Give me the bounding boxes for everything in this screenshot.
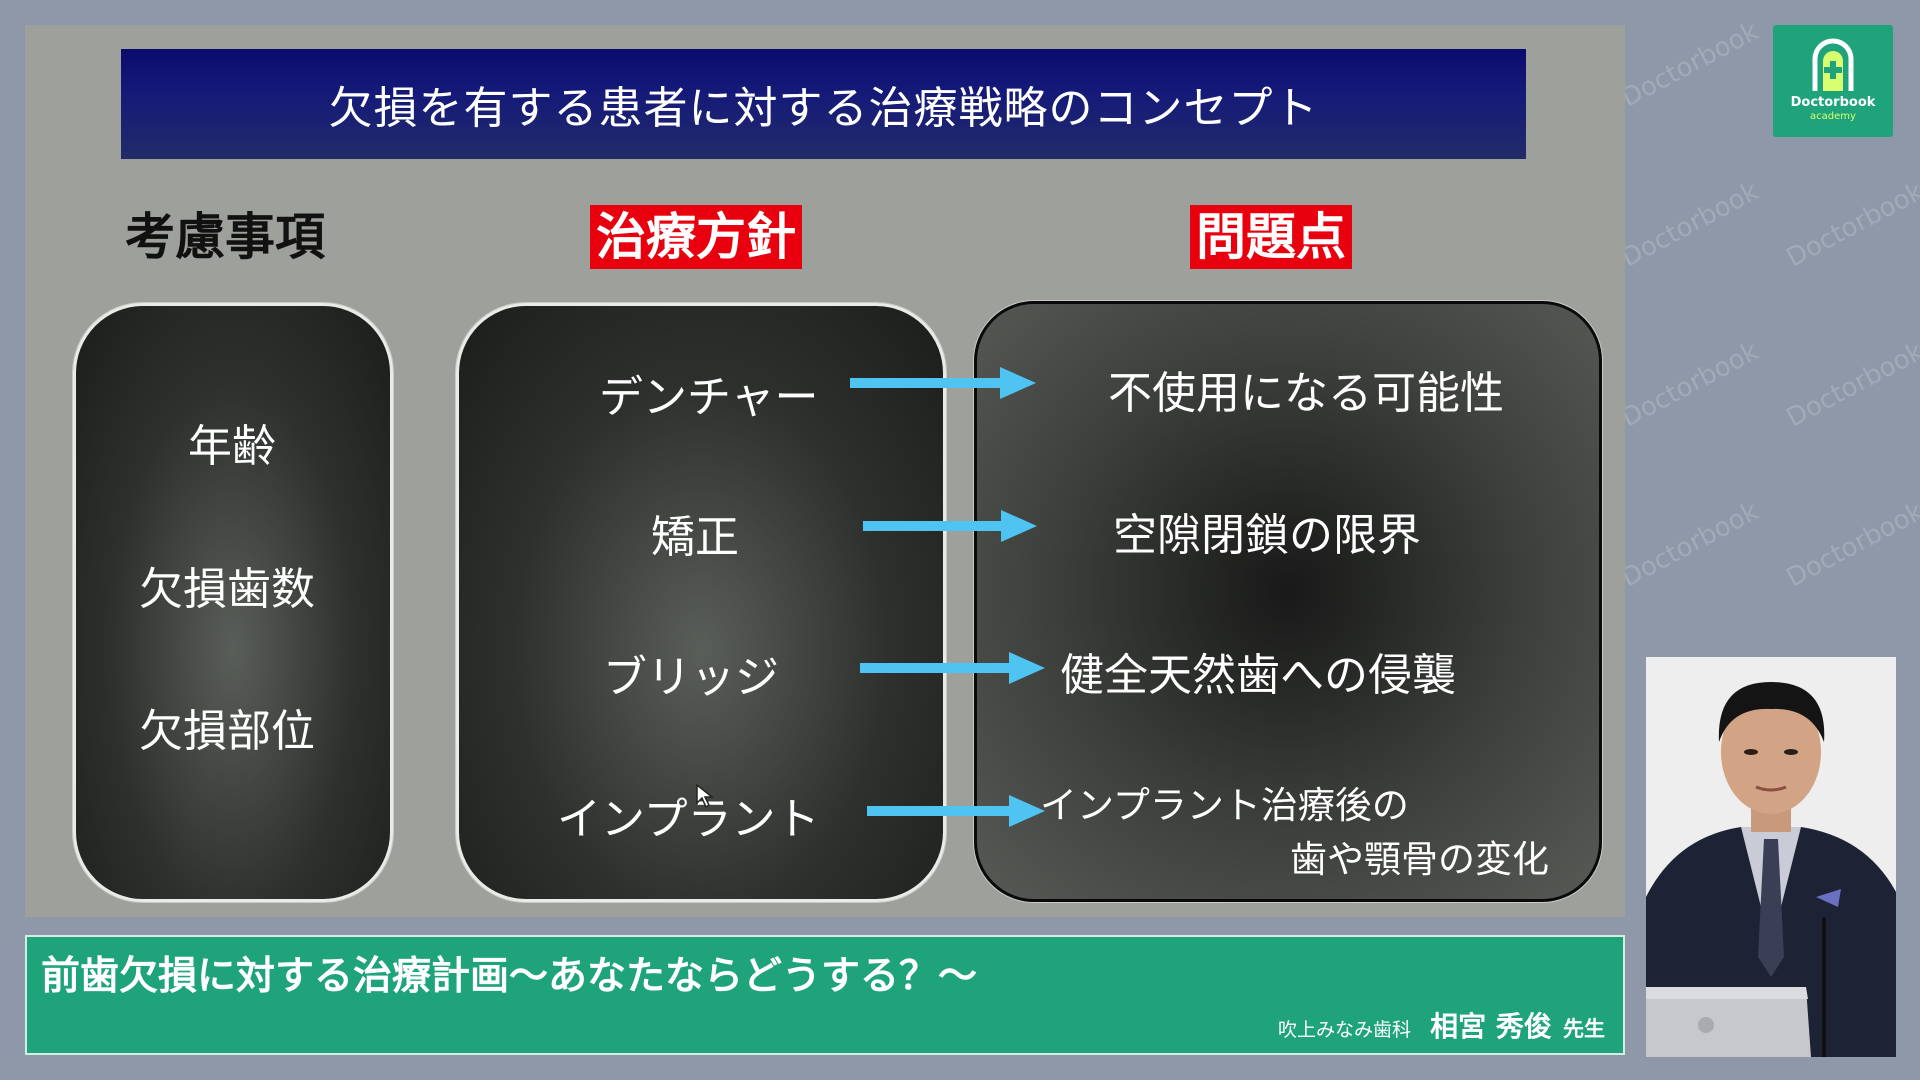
- watermark-text: Doctorbook: [1616, 176, 1764, 274]
- right-arrow-icon: [863, 510, 1037, 542]
- problem-item: 歯や顎骨の変化: [1290, 838, 1549, 881]
- watermark-text: Doctorbook: [1781, 336, 1920, 434]
- consideration-item: 欠損部位: [139, 706, 315, 757]
- right-arrow-icon: [867, 795, 1045, 827]
- presenter-camera-feed: [1646, 657, 1896, 1057]
- doctorbook-logo: Doctorbook academy: [1773, 25, 1893, 137]
- presentation-slide: 欠損を有する患者に対する治療戦略のコンセプト 考慮事項 治療方針 問題点 年齢 …: [25, 25, 1625, 917]
- mouse-cursor-icon: [696, 783, 715, 809]
- slide-title: 欠損を有する患者に対する治療戦略のコンセプト: [121, 49, 1526, 159]
- watermark-text: Doctorbook: [1616, 496, 1764, 594]
- consideration-item: 年齢: [188, 421, 276, 472]
- problem-item: 健全天然歯への侵襲: [1060, 650, 1456, 701]
- right-arrow-icon: [850, 367, 1036, 399]
- column-header-treatment-policy: 治療方針: [590, 205, 802, 269]
- presenter-name: 相宮 秀俊: [1430, 1010, 1552, 1043]
- presenter-honorific: 先生: [1563, 1017, 1605, 1041]
- watermark-text: Doctorbook: [1781, 176, 1920, 274]
- problems-panel: [974, 301, 1602, 902]
- watermark-text: Doctorbook: [1616, 336, 1764, 434]
- watermark-text: Doctorbook: [1616, 16, 1764, 114]
- considerations-panel: [73, 303, 393, 902]
- presenter-video-image: [1646, 657, 1896, 1057]
- presenter-clinic: 吹上みなみ歯科: [1278, 1019, 1412, 1041]
- treatment-item-denture: デンチャー: [599, 372, 819, 423]
- logo-shield-icon: [1812, 38, 1854, 91]
- consideration-item: 欠損歯数: [139, 564, 315, 615]
- presenter-credit: 吹上みなみ歯科 相宮 秀俊 先生: [1278, 1005, 1605, 1045]
- treatment-item-bridge: ブリッジ: [603, 652, 779, 703]
- logo-brand: Doctorbook: [1790, 95, 1876, 110]
- treatment-item-implant: インプラント: [557, 794, 820, 845]
- problem-item: インプラント治療後の: [1040, 784, 1409, 827]
- lower-third-bar: 前歯欠損に対する治療計画〜あなたならどうする？〜 吹上みなみ歯科 相宮 秀俊 先…: [25, 935, 1625, 1055]
- problem-item: 空隙閉鎖の限界: [1113, 510, 1421, 561]
- treatment-item-orthodontics: 矯正: [651, 512, 739, 563]
- column-header-problems: 問題点: [1190, 205, 1352, 269]
- lecture-title: 前歯欠損に対する治療計画〜あなたならどうする？〜: [41, 954, 978, 999]
- watermark-text: Doctorbook: [1781, 496, 1920, 594]
- treatment-panel: [456, 303, 946, 902]
- logo-sub: academy: [1810, 111, 1856, 122]
- right-arrow-icon: [860, 652, 1045, 684]
- column-header-considerations: 考慮事項: [125, 208, 325, 266]
- problem-item: 不使用になる可能性: [1108, 368, 1504, 419]
